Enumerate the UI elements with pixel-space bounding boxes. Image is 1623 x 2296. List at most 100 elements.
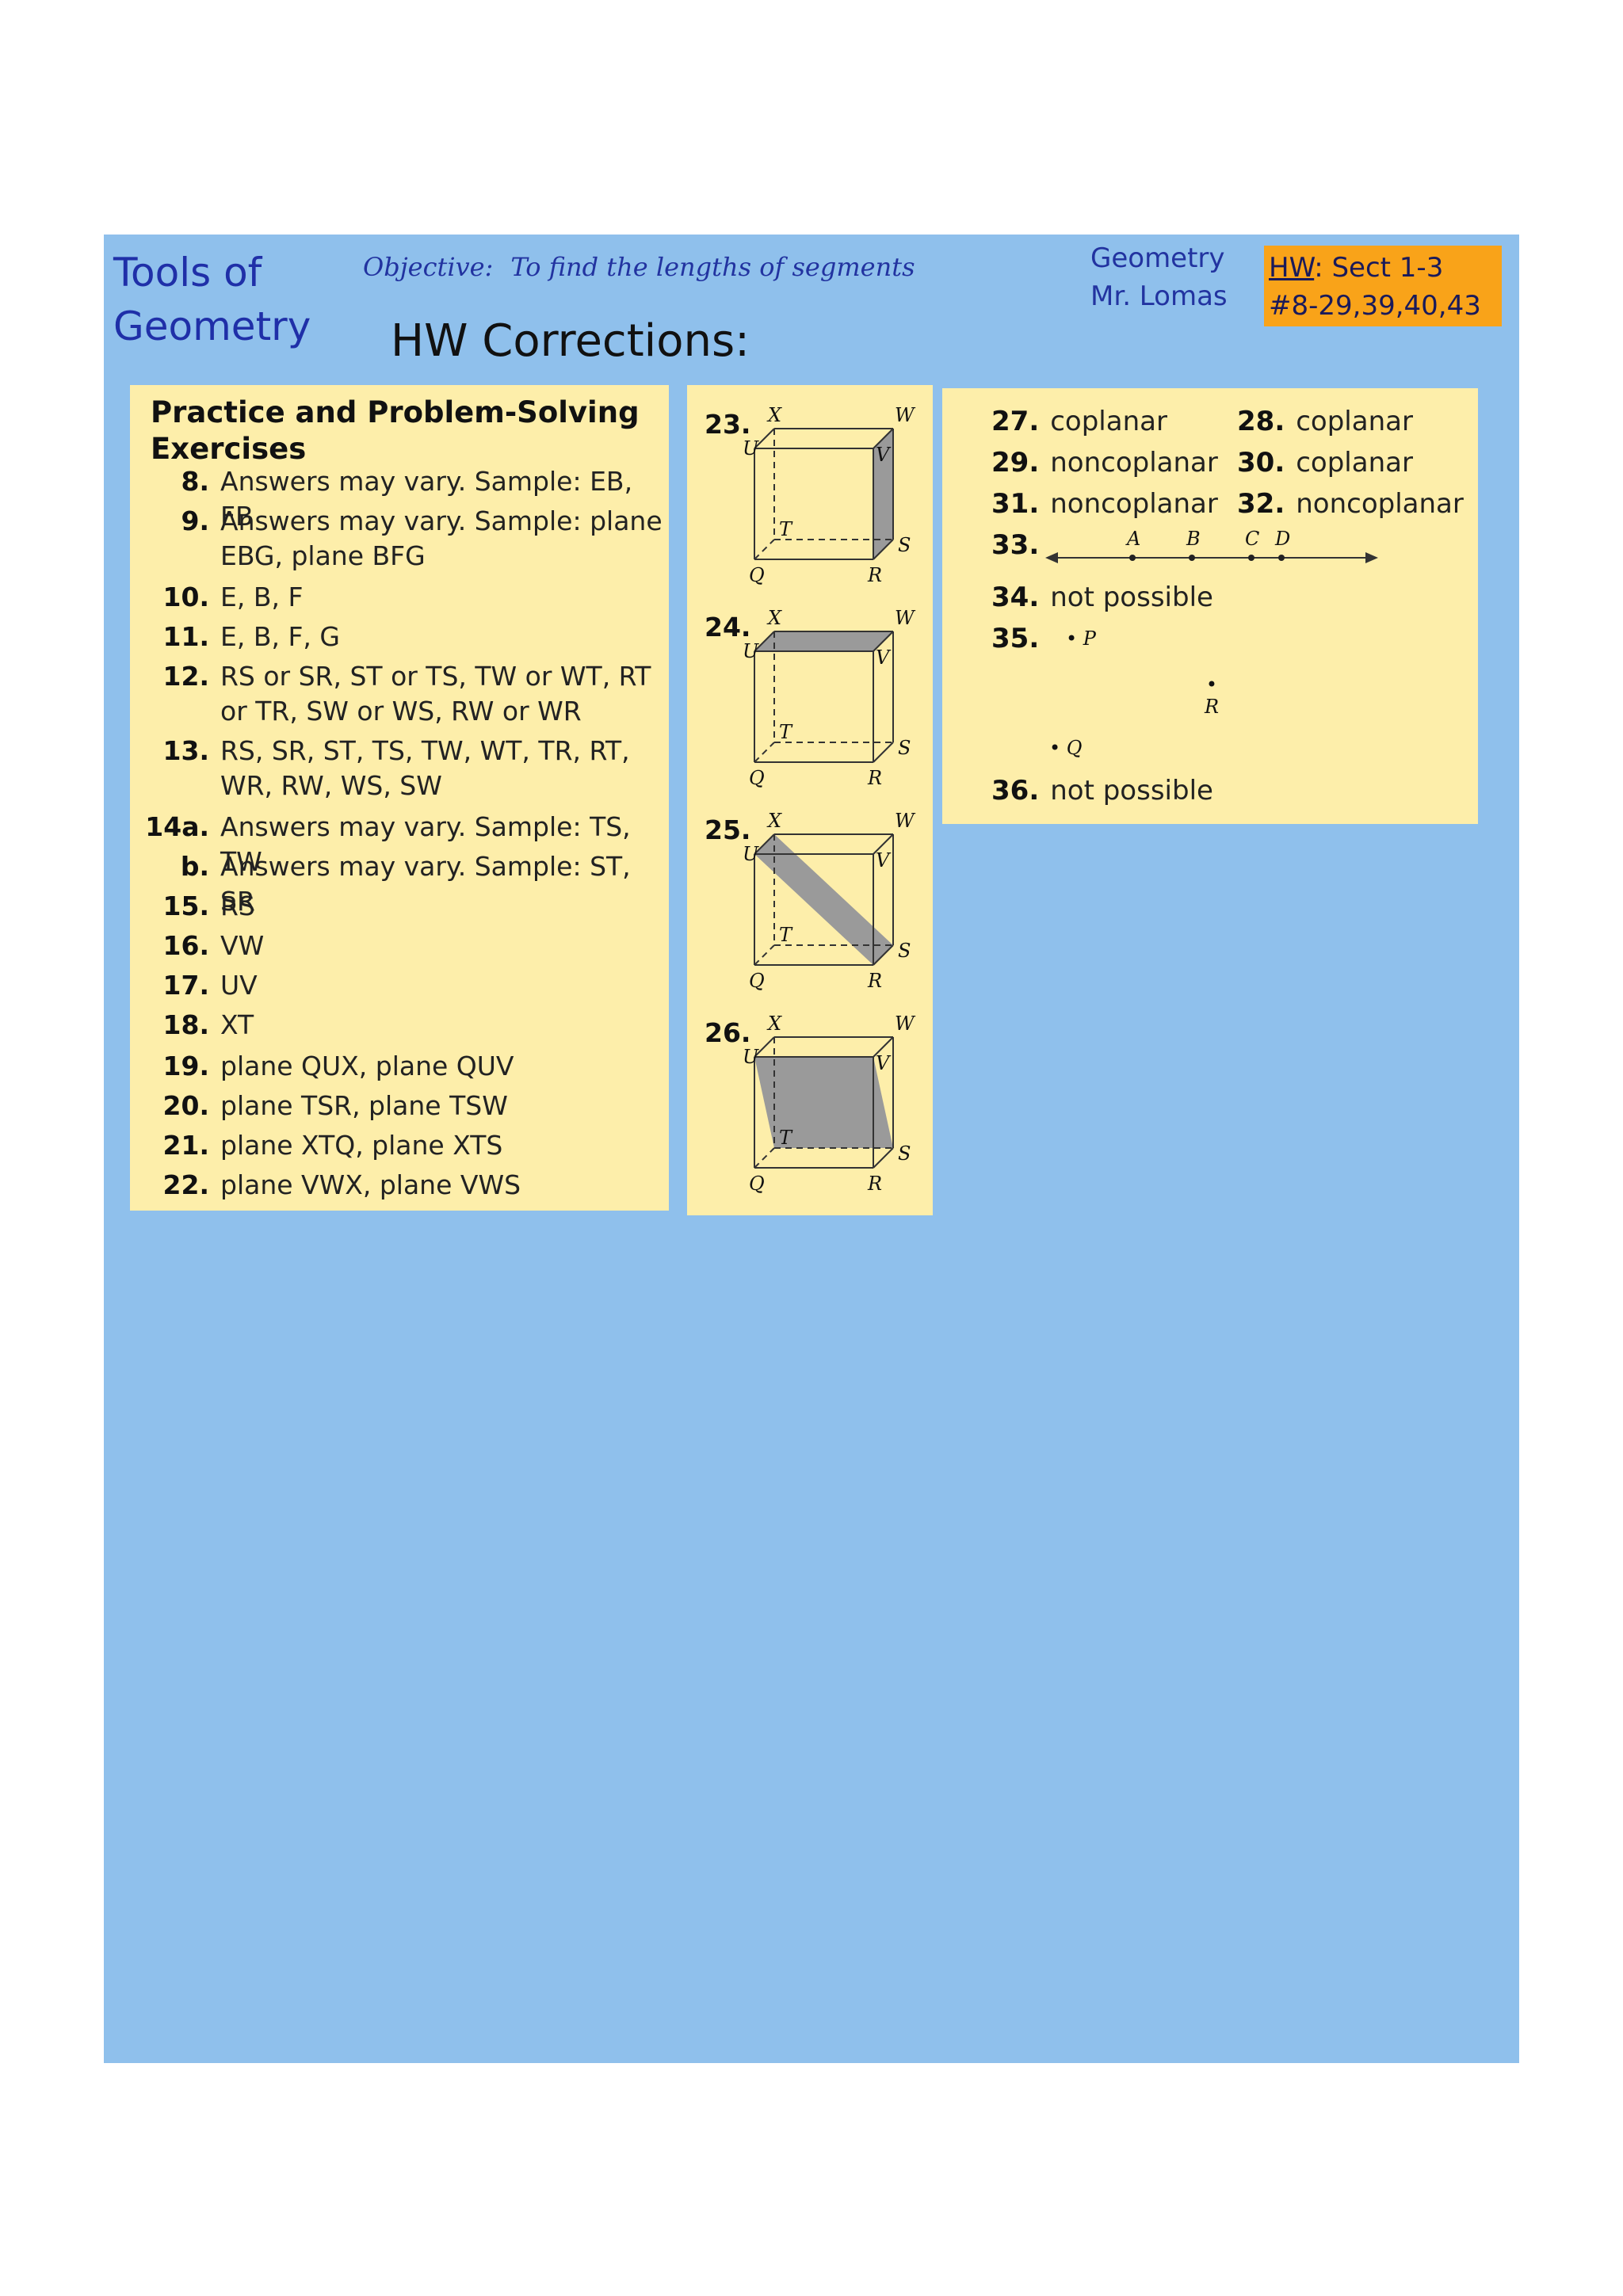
answer-number: 34. <box>991 582 1040 613</box>
hw-problems: #8-29,39,40,43 <box>1269 290 1481 322</box>
answer-number: 29. <box>991 447 1040 479</box>
vertex-label: W <box>895 810 916 832</box>
answer-text: noncoplanar <box>1296 488 1464 520</box>
arrow-right-icon <box>1365 552 1378 563</box>
answer-text-cont: EBG, plane BFG <box>220 540 426 571</box>
answer-text-cont: or TR, SW or WS, RW or WR <box>220 696 582 727</box>
answer-number: 31. <box>991 488 1040 520</box>
heading-line-2: Exercises <box>151 432 307 466</box>
corrections-title: HW Corrections: <box>391 315 750 367</box>
answer-item: 34. not possible <box>991 580 1213 615</box>
homework-box: HW: Sect 1-3 #8-29,39,40,43 <box>1264 246 1502 326</box>
answer-item: 35. <box>991 621 1050 656</box>
vertex-label: S <box>898 1142 911 1165</box>
point-label: A <box>1125 528 1140 550</box>
objective-label: Objective: <box>363 252 494 282</box>
vertex-label: R <box>867 970 882 992</box>
answer-text: plane TSR, plane TSW <box>220 1090 508 1121</box>
answer-text: Answers may vary. Sample: EB, FB <box>220 466 633 532</box>
vertex-label: Q <box>749 970 765 992</box>
cube-figure-23: X W U V T S Q R <box>743 404 916 586</box>
point-c <box>1248 555 1254 561</box>
vertex-label: T <box>779 924 793 946</box>
vertex-label: V <box>876 1052 892 1074</box>
vertex-label: U <box>743 843 759 865</box>
answer-number: 11. <box>162 621 209 652</box>
point-q: • Q <box>1049 737 1083 759</box>
answer-number: 35. <box>991 623 1040 654</box>
answer-number: 30. <box>1237 447 1285 479</box>
point-label: B <box>1186 528 1201 550</box>
answers-panel-right: 27.coplanar 28.coplanar 29. noncoplanar 3… <box>942 388 1478 824</box>
answer-number: 15. <box>162 891 209 921</box>
answer-item: 32. noncoplanar <box>1237 486 1464 521</box>
vertex-label: W <box>895 607 916 629</box>
vertex-label: Q <box>749 564 765 586</box>
answer-text-cont: WR, RW, WS, SW <box>220 770 442 801</box>
point-label: D <box>1274 528 1290 550</box>
answer-text: VW <box>220 930 265 961</box>
course-info: Geometry Mr. Lomas <box>1090 239 1228 315</box>
cube-figure-26: X W U V T S Q R <box>743 1013 916 1195</box>
answer-text: not possible <box>1050 775 1213 807</box>
objective: Objective: To find the lengths of segment… <box>363 252 915 282</box>
shaded-top-face <box>754 631 893 651</box>
answer-text: Answers may vary. Sample: ST, SR <box>220 851 631 917</box>
slide: Tools of Geometry Objective: To find the … <box>104 235 1519 2063</box>
answer-number: 12. <box>162 661 209 692</box>
answer-text: plane XTQ, plane XTS <box>220 1130 503 1161</box>
vertex-label: T <box>779 518 793 540</box>
point-a <box>1129 555 1136 561</box>
vertex-label: X <box>766 1013 782 1035</box>
point-d <box>1278 555 1285 561</box>
answer-text: coplanar <box>1296 406 1413 437</box>
answer-number: 16. <box>162 930 209 961</box>
shaded-diagonal-plane <box>754 834 893 965</box>
answer-text: coplanar <box>1296 447 1413 479</box>
answer-number: b. <box>180 851 209 882</box>
figure-number: 24. <box>705 612 751 643</box>
objective-text: To find the lengths of segments <box>510 252 915 282</box>
answer-text: noncoplanar <box>1050 488 1218 520</box>
answer-number: 9. <box>181 505 210 536</box>
answer-number: 14a. <box>145 811 209 842</box>
answer-text: Answers may vary. Sample: plane <box>220 505 663 536</box>
answer-item: 30. coplanar <box>1237 445 1413 480</box>
arrow-left-icon <box>1045 552 1058 563</box>
vertex-label: V <box>876 646 892 669</box>
vertex-label: U <box>743 437 759 460</box>
answer-text: XT <box>220 1009 254 1040</box>
figure-number: 25. <box>705 814 751 845</box>
figures-panel: 23. X W U V T S <box>687 385 933 1215</box>
vertex-label: X <box>766 810 782 832</box>
answer-text: RS, SR, ST, TS, TW, WT, TR, RT, <box>220 735 630 766</box>
answer-number: 8. <box>181 466 210 497</box>
vertex-label: R <box>867 767 882 789</box>
answer-text: UV <box>220 970 258 1001</box>
point-b <box>1189 555 1195 561</box>
answer-text: E, B, F, G <box>220 621 340 652</box>
point-label: R <box>1204 696 1220 718</box>
answer-item: 27.coplanar <box>991 404 1167 439</box>
vertex-label: X <box>766 404 782 426</box>
answer-item: 36. not possible <box>991 773 1213 808</box>
vertex-label: Q <box>749 1173 765 1195</box>
answer-item: 31. noncoplanar <box>991 486 1218 521</box>
teacher-name: Mr. Lomas <box>1090 280 1228 312</box>
answer-text: not possible <box>1050 582 1213 613</box>
answer-text: plane VWX, plane VWS <box>220 1169 521 1200</box>
cube-figure-24: X W U V T S Q R <box>743 607 916 789</box>
answer-number: 32. <box>1237 488 1285 520</box>
answer-number: 18. <box>162 1009 209 1040</box>
slide-title: Tools of Geometry <box>113 246 311 353</box>
answers-panel-left: Practice and Problem-Solving Exercises 8… <box>130 385 669 1211</box>
answer-text: plane QUX, plane QUV <box>220 1051 514 1081</box>
vertex-label: S <box>898 940 911 962</box>
answer-item: 33. <box>991 528 1050 563</box>
vertex-label: V <box>876 849 892 871</box>
answer-item: 28.coplanar <box>1237 404 1413 439</box>
answer-number: 36. <box>991 775 1040 807</box>
vertex-label: W <box>895 404 916 426</box>
answer-text: RS or SR, ST or TS, TW or WT, RT <box>220 661 651 692</box>
point-label: Q <box>1066 737 1083 759</box>
